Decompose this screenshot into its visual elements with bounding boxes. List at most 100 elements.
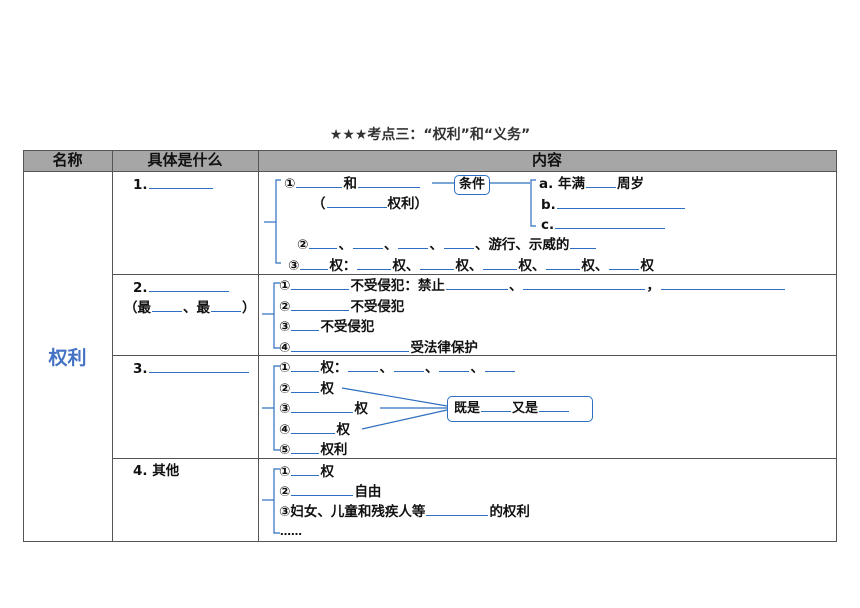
blank[interactable] bbox=[348, 358, 379, 372]
blank[interactable] bbox=[152, 298, 182, 312]
header-name: 名称 bbox=[23, 150, 112, 171]
blank[interactable] bbox=[291, 276, 350, 290]
item-text: 权 bbox=[354, 401, 368, 417]
item-text: 、最 bbox=[183, 300, 210, 316]
blank[interactable] bbox=[556, 195, 685, 209]
item-marker: ② bbox=[279, 299, 291, 315]
item-marker: ③ bbox=[279, 319, 291, 335]
blank[interactable] bbox=[570, 235, 597, 249]
blank[interactable] bbox=[483, 256, 518, 270]
item-text: ③妇女、儿童和残疾人等 bbox=[279, 504, 426, 520]
blank[interactable] bbox=[585, 174, 616, 188]
item-marker: ① bbox=[284, 176, 296, 192]
condition-box: 条件 bbox=[454, 175, 491, 195]
blank[interactable] bbox=[484, 358, 515, 372]
row2-line3: ③ 不受侵犯 bbox=[279, 317, 374, 336]
blank[interactable] bbox=[481, 398, 512, 412]
item-text: 自由 bbox=[354, 484, 382, 500]
blank[interactable] bbox=[211, 298, 241, 312]
item-text: 不受侵犯：禁止 bbox=[350, 278, 445, 294]
item-text: 权、 bbox=[581, 258, 609, 274]
row2-number: 2. bbox=[133, 278, 230, 297]
blank[interactable] bbox=[148, 175, 213, 189]
item-marker: ① bbox=[279, 464, 291, 480]
item-text: 不受侵犯 bbox=[320, 319, 375, 335]
item-text: 权 bbox=[336, 422, 350, 438]
blank[interactable] bbox=[309, 235, 338, 249]
header-what: 具体是什么 bbox=[112, 150, 258, 171]
blank[interactable] bbox=[291, 317, 320, 331]
cond-text: c. bbox=[541, 217, 555, 233]
item-text: 权： bbox=[320, 360, 348, 376]
blank[interactable] bbox=[352, 235, 383, 249]
blank[interactable] bbox=[420, 256, 455, 270]
condition-a: a. 年满周岁 bbox=[539, 174, 644, 193]
item-text: 权、 bbox=[455, 258, 483, 274]
blank[interactable] bbox=[555, 215, 666, 229]
blank[interactable] bbox=[291, 297, 350, 311]
sep: 、 bbox=[424, 360, 439, 376]
item-text: 权、 bbox=[392, 258, 420, 274]
blank[interactable] bbox=[291, 482, 354, 496]
page-title: ★★★考点三：“权利”和“义务” bbox=[329, 127, 531, 143]
blank[interactable] bbox=[439, 358, 470, 372]
row1-item1-sub: （权利） bbox=[312, 194, 428, 213]
blank[interactable] bbox=[291, 379, 320, 393]
row1-num-label: 1. bbox=[133, 177, 148, 193]
blank[interactable] bbox=[296, 174, 343, 188]
sep: 、 bbox=[383, 237, 398, 253]
item-text: （ bbox=[312, 196, 326, 212]
blank[interactable] bbox=[291, 420, 336, 434]
condition-b: b. bbox=[541, 195, 686, 214]
row3-num-label: 3. bbox=[133, 361, 148, 377]
blank[interactable] bbox=[326, 194, 387, 208]
item-text: ） bbox=[242, 300, 256, 316]
row4-number: 4. 其他 bbox=[133, 463, 180, 479]
blank[interactable] bbox=[148, 278, 229, 292]
blank[interactable] bbox=[523, 276, 646, 290]
item-marker: ⑤ bbox=[279, 442, 291, 458]
blank[interactable] bbox=[443, 235, 474, 249]
blank[interactable] bbox=[609, 256, 640, 270]
blank[interactable] bbox=[291, 399, 354, 413]
blank[interactable] bbox=[291, 338, 410, 352]
item-marker: ② bbox=[297, 237, 309, 253]
item-text: 、游行、示威的 bbox=[474, 237, 570, 253]
cond-text: b. bbox=[541, 197, 556, 213]
box-text: 既是 bbox=[454, 401, 481, 416]
blank[interactable] bbox=[539, 398, 570, 412]
sep: 、 bbox=[338, 237, 352, 253]
item-text: 权、 bbox=[518, 258, 546, 274]
blank[interactable] bbox=[445, 276, 508, 290]
item-text: 权 bbox=[320, 464, 334, 480]
blank[interactable] bbox=[148, 359, 249, 373]
blank[interactable] bbox=[357, 256, 392, 270]
row4-line4: …… bbox=[280, 525, 302, 538]
row1-number: 1. bbox=[133, 175, 214, 194]
blank[interactable] bbox=[660, 276, 785, 290]
item-marker: ② bbox=[279, 381, 291, 397]
item-text: 权 bbox=[640, 258, 654, 274]
item-marker: ④ bbox=[279, 422, 291, 438]
row3-number: 3. bbox=[133, 359, 250, 378]
blank[interactable] bbox=[291, 462, 320, 476]
blank[interactable] bbox=[300, 256, 329, 270]
blank[interactable] bbox=[393, 358, 424, 372]
item-text: 的权利 bbox=[489, 504, 530, 520]
blank[interactable] bbox=[546, 256, 581, 270]
blank[interactable] bbox=[398, 235, 429, 249]
item-text: 不受侵犯 bbox=[350, 299, 405, 315]
blank[interactable] bbox=[426, 502, 489, 516]
blank[interactable] bbox=[357, 174, 420, 188]
blank[interactable] bbox=[291, 440, 320, 454]
blank[interactable] bbox=[291, 358, 320, 372]
cond-text: 周岁 bbox=[616, 176, 644, 192]
item-text: 权 bbox=[320, 381, 334, 397]
